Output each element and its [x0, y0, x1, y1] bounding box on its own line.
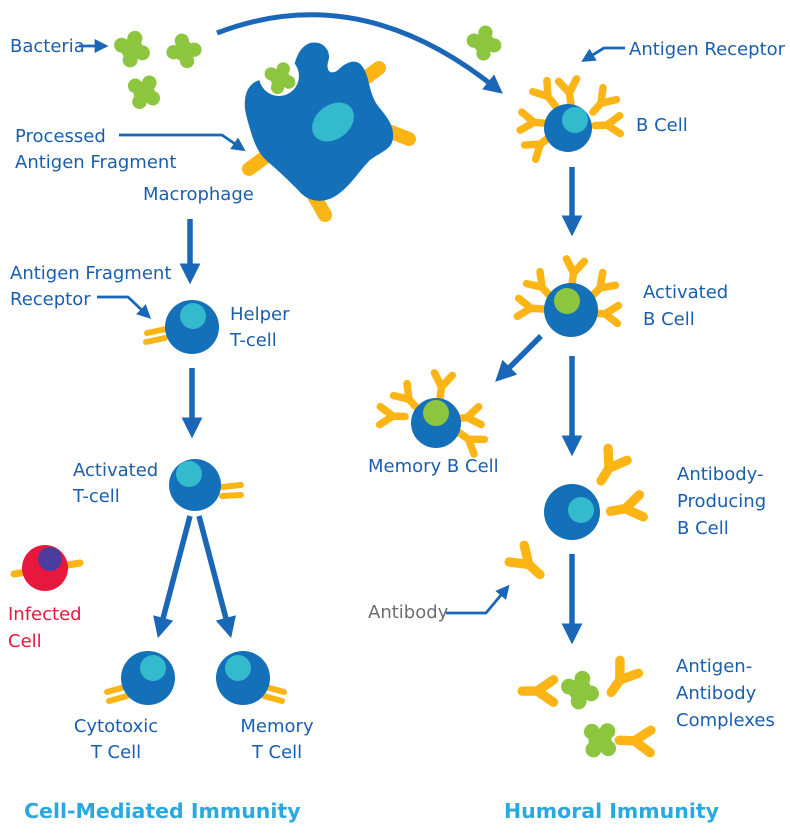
antibody-y-icon	[602, 660, 638, 699]
antibody-y-icon	[592, 448, 628, 486]
bacterium-icon	[163, 30, 205, 72]
humoral-immunity-pathway: Antigen Receptor B Cell Activated B	[368, 39, 786, 823]
t-cell-receptor-icon	[219, 482, 244, 490]
label-bacteria: Bacteria	[10, 36, 85, 57]
antibody-producing-b-cell-nucleus	[568, 497, 594, 523]
label-antigen-fragment-receptor-line1: Antigen Fragment	[10, 263, 171, 284]
antigen-antibody-complexes	[522, 660, 651, 768]
antibody-y-icon	[609, 495, 644, 523]
label-antibody-producing-line2: Producing	[677, 491, 766, 512]
activated-b-cell	[517, 259, 618, 337]
label-activated-t-line2: T-cell	[72, 486, 120, 507]
memory-b-cell	[380, 373, 485, 454]
label-cytotoxic-t-line2: T Cell	[90, 742, 141, 763]
antibody-leader-arrow	[446, 584, 510, 615]
activated-b-cell-nucleus	[554, 288, 580, 314]
antigen-receptor-y-icon	[586, 88, 616, 119]
bacterium-icon	[464, 23, 504, 63]
b-cell	[520, 79, 620, 159]
label-processed-antigen-line2: Antigen Fragment	[15, 152, 176, 173]
bacterium-icon	[119, 67, 169, 117]
label-infected-cell-line1: Infected	[8, 604, 82, 625]
label-antigen-receptor: Antigen Receptor	[629, 39, 786, 60]
antibody-y-icon	[619, 729, 651, 753]
label-macrophage: Macrophage	[143, 184, 254, 205]
label-complexes-line1: Antigen-	[676, 656, 752, 677]
activated-t-cell-nucleus	[176, 461, 202, 487]
antigen-fragment-receptor-icon	[144, 326, 169, 336]
memory-t-cell	[216, 651, 287, 705]
helper-t-cell-nucleus	[180, 303, 206, 329]
arrow-activated-t-to-cytotoxic	[153, 515, 193, 639]
infected-cell-nucleus	[38, 547, 62, 571]
processed-antigen-leader-arrow	[119, 133, 246, 152]
label-processed-antigen-line1: Processed	[15, 126, 106, 147]
label-complexes-line3: Complexes	[676, 710, 775, 731]
label-b-cell: B Cell	[636, 115, 688, 136]
label-memory-t-line2: T Cell	[251, 742, 302, 763]
t-cell-receptor-icon	[106, 693, 130, 704]
label-activated-t-line1: Activated	[73, 460, 158, 481]
label-helper-t-line2: T-cell	[229, 330, 277, 351]
memory-b-cell-nucleus	[423, 400, 449, 426]
macrophage-nucleus	[312, 102, 354, 142]
label-memory-t-line1: Memory	[240, 716, 314, 737]
t-cell-receptor-icon	[219, 492, 244, 499]
antigen-receptor-y-icon	[559, 79, 580, 106]
label-antibody-producing-line1: Antibody-	[677, 464, 763, 485]
t-cell-receptor-icon	[263, 684, 287, 695]
arrow-activated-b-to-memory-b	[495, 334, 543, 382]
label-complexes-line2: Antibody	[676, 683, 757, 704]
section-title-humoral: Humoral Immunity	[504, 799, 719, 823]
antigen-receptor-y-icon	[595, 116, 621, 135]
antigen-receptor-y-icon	[520, 112, 546, 132]
label-memory-b-cell: Memory B Cell	[368, 456, 499, 477]
antigen-receptor-y-icon	[380, 407, 406, 426]
cell-mediated-immunity-pathway: Bacteria Processed Antigen Fragment Macr…	[8, 12, 504, 823]
b-cell-nucleus	[562, 107, 588, 133]
antigen-fragment-receptor-icon	[143, 335, 168, 345]
bacteria-cluster	[109, 26, 205, 117]
label-antigen-fragment-receptor-line2: Receptor	[10, 289, 91, 310]
t-cell-receptor-icon	[104, 684, 128, 695]
t-cell-receptor-icon	[261, 693, 285, 704]
antigen-receptor-y-icon	[431, 373, 452, 400]
bacterium-icon	[109, 26, 155, 72]
arrow-activated-t-to-memory-t	[196, 515, 236, 639]
activated-t-cell	[169, 459, 244, 511]
label-infected-cell-line2: Cell	[8, 631, 42, 652]
label-activated-b-line1: Activated	[643, 282, 728, 303]
antigen-fragment-receptor-leader-arrow	[97, 295, 152, 319]
cytotoxic-t-cell-nucleus	[140, 655, 166, 681]
antigen-receptor-leader-arrow	[581, 46, 625, 62]
antibody-y-icon	[509, 545, 547, 583]
section-title-cell-mediated: Cell-Mediated Immunity	[24, 799, 301, 823]
label-activated-b-line2: B Cell	[643, 309, 695, 330]
infected-cell	[10, 545, 84, 591]
antibody-y-icon	[522, 680, 553, 703]
label-antibody-producing-line3: B Cell	[677, 518, 729, 539]
label-helper-t-line1: Helper	[230, 304, 290, 325]
cytotoxic-t-cell	[104, 651, 175, 705]
label-cytotoxic-t-line1: Cytotoxic	[74, 716, 158, 737]
arrow-bacteria-to-b-cell	[216, 12, 503, 94]
macrophage	[242, 42, 416, 222]
antigen-receptor-y-icon	[517, 298, 543, 318]
memory-t-cell-nucleus	[225, 655, 251, 681]
label-antibody: Antibody	[368, 602, 449, 623]
antigen-icon	[556, 666, 604, 714]
antibody-producing-b-cell	[509, 448, 643, 582]
helper-t-cell	[143, 300, 219, 354]
antigen-receptor-y-icon	[563, 259, 584, 286]
